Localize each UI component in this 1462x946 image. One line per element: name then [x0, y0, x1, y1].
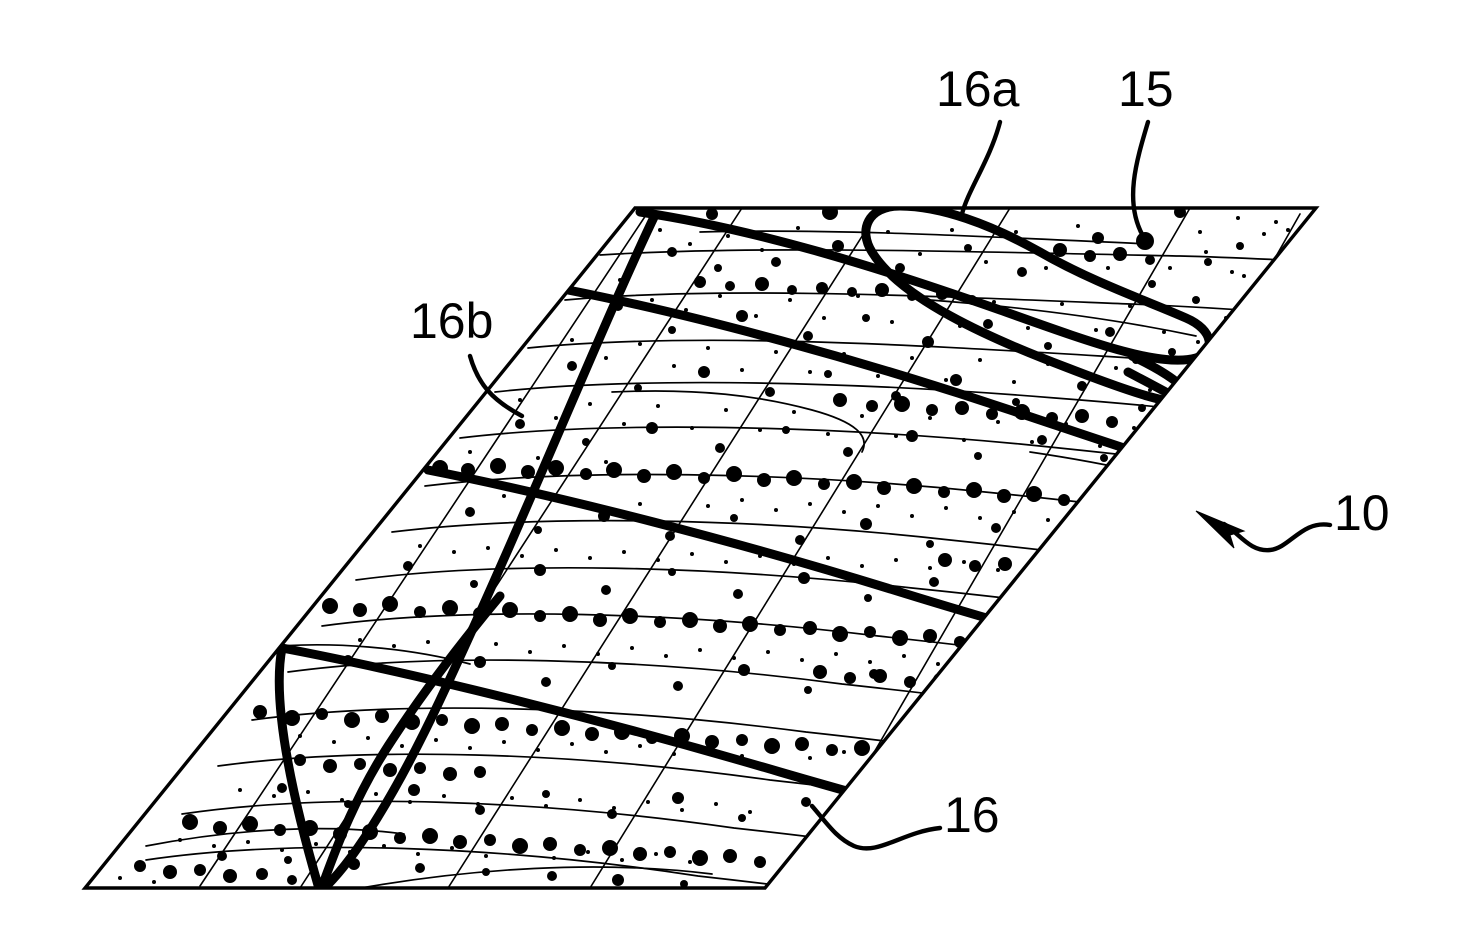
- label-16b: 16b: [410, 293, 494, 349]
- dot-row-dense: [549, 893, 747, 914]
- layer-lines-group: [145, 230, 1316, 888]
- leader-10: [1221, 521, 1333, 553]
- leader-16: [809, 803, 943, 851]
- leader-16b: [467, 353, 525, 419]
- dot-row-dense: [833, 393, 1118, 428]
- dot-row-dense: [432, 458, 1130, 510]
- dot-row-dense: [294, 754, 486, 781]
- label-10: 10: [1334, 485, 1390, 541]
- dot-row-dense: [134, 860, 297, 885]
- label-15: 15: [1118, 61, 1174, 117]
- arrowhead-10-icon: [1195, 510, 1246, 549]
- leader-15: [1130, 119, 1151, 239]
- leader-15-endpoint-dot: [1136, 232, 1154, 250]
- dot-row-dense: [253, 705, 960, 766]
- label-16: 16: [944, 787, 1000, 843]
- sheet-outline: [81, 206, 1320, 890]
- dot-row-dense: [938, 553, 1160, 583]
- leader-16a: [959, 119, 1003, 217]
- label-16a: 16a: [936, 61, 1020, 117]
- leader-lines-group: [467, 119, 1333, 851]
- dot-row-dense: [182, 814, 766, 868]
